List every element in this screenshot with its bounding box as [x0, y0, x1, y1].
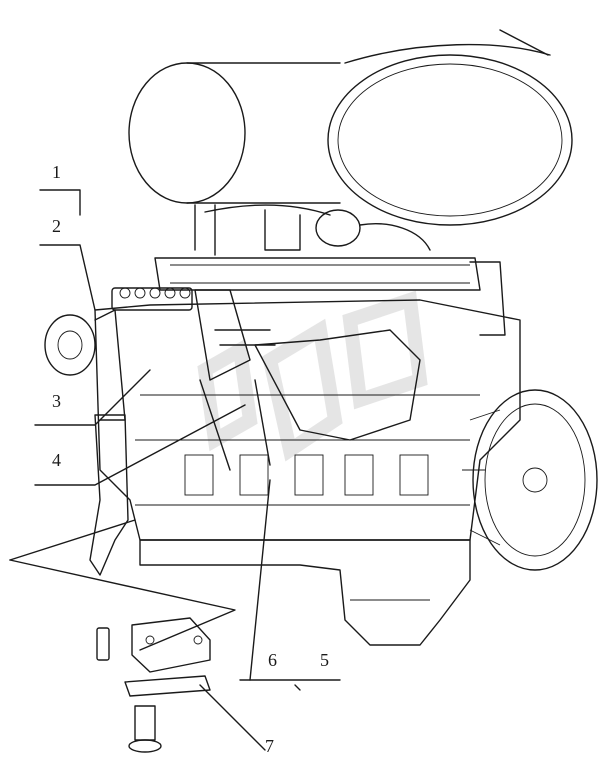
- air-filter-left: [128, 62, 341, 204]
- turbocharger: [194, 204, 431, 256]
- engine-block: [94, 299, 521, 541]
- flywheel-housing: [462, 389, 598, 571]
- cylinder-head: [154, 257, 506, 336]
- front-pulley: [44, 309, 126, 421]
- callout-6: 6: [268, 650, 277, 670]
- callout-2: 2: [52, 216, 61, 236]
- fuel-injection-pump: [111, 287, 276, 381]
- callout-5: 5: [320, 650, 329, 670]
- mount-assembly-exploded: [96, 617, 211, 753]
- front-mount-bracket: [89, 414, 129, 576]
- callout-7: 7: [265, 736, 274, 756]
- air-filter-right: [327, 29, 573, 226]
- leader-lines: [9, 189, 341, 751]
- callout-3: 3: [52, 391, 61, 411]
- oil-pan: [139, 539, 471, 646]
- callout-4: 4: [52, 450, 61, 470]
- callout-1: 1: [52, 162, 61, 182]
